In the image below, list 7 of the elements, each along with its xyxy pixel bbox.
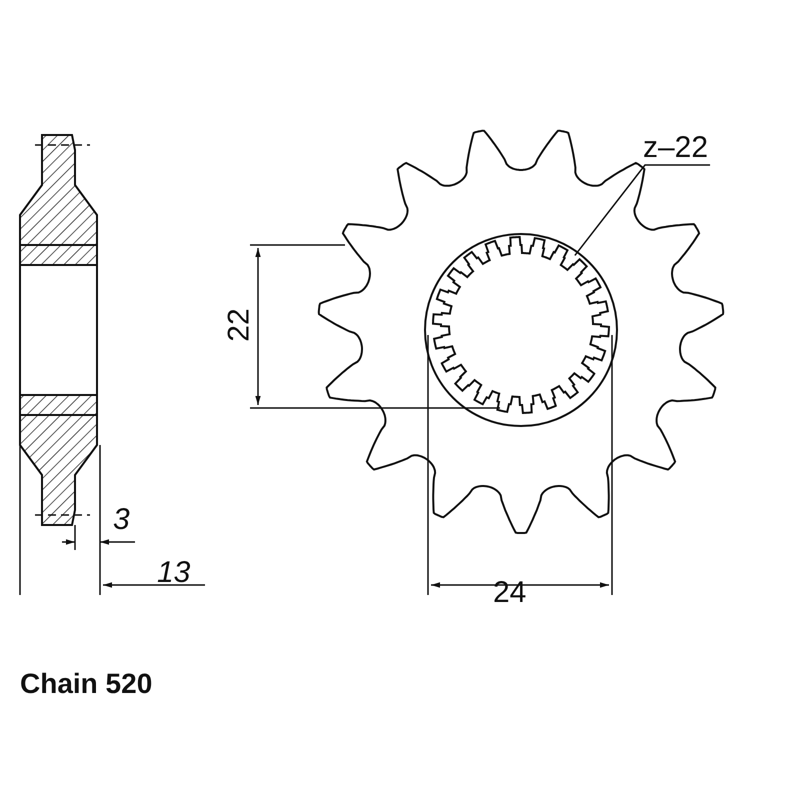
- dimension-label: 24: [493, 578, 526, 608]
- dimension-label: 13: [157, 558, 190, 588]
- dimension-label: 3: [113, 505, 130, 535]
- chain-size-label: Chain 520: [20, 670, 152, 698]
- callout-label: z–22: [643, 133, 708, 163]
- dimension-label: 22: [224, 308, 255, 342]
- spline-hub: [432, 236, 610, 414]
